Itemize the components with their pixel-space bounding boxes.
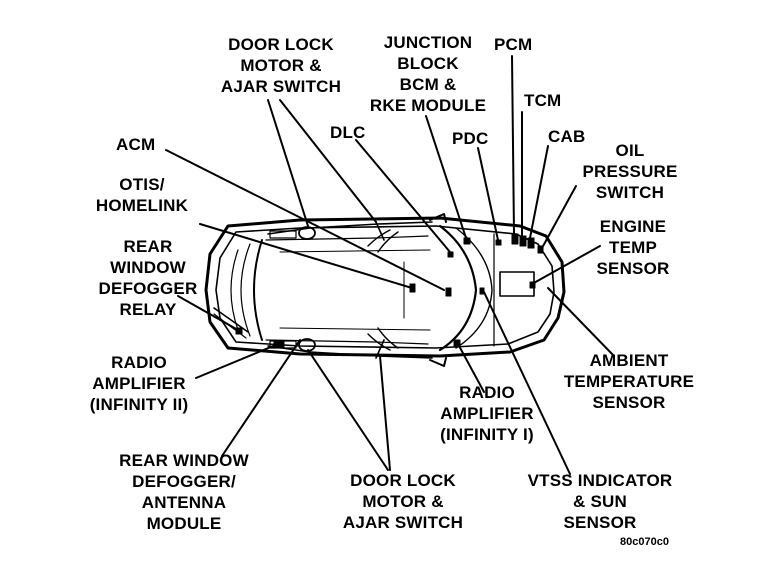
label-otis-homelink: OTIS/ HOMELINK [95, 175, 189, 215]
windshield [438, 224, 495, 352]
engine-compartment [235, 233, 544, 349]
leader-door-lock-bottom-1 [307, 349, 389, 471]
leader-engine-temp [531, 245, 601, 285]
label-door-lock-motor-top: DOOR LOCK MOTOR & AJAR SWITCH [220, 35, 342, 96]
leader-rear-defogger-antenna [221, 339, 301, 457]
leader-acm [165, 149, 445, 291]
label-cab: CAB [548, 127, 586, 146]
label-vtss-indicator-sun-sensor: VTSS INDICATOR & SUN SENSOR [527, 471, 673, 532]
label-engine-temp-sensor: ENGINE TEMP SENSOR [596, 217, 670, 278]
leader-cab [529, 145, 549, 239]
leader-lines[interactable] [165, 55, 615, 475]
leader-rear-defogger-relay [177, 295, 239, 331]
label-radio-amplifier-infinity-i: RADIO AMPLIFIER (INFINITY I) [440, 383, 534, 444]
leader-pcm [511, 55, 515, 235]
label-rear-window-defogger-relay: REAR WINDOW DEFOGGER RELAY [98, 237, 198, 319]
label-pcm: PCM [494, 35, 533, 54]
label-tcm: TCM [524, 91, 562, 110]
upper-doors [265, 213, 447, 253]
leader-otis [199, 223, 413, 289]
leader-door-lock-top-1 [267, 99, 309, 227]
leader-dlc [355, 139, 451, 253]
leader-vtss [483, 291, 571, 475]
leader-junction-block [425, 115, 467, 239]
car-body [204, 216, 566, 358]
leader-door-lock-top-2 [279, 99, 377, 223]
label-dlc: DLC [330, 123, 366, 142]
label-acm: ACM [116, 135, 156, 154]
leader-pdc [477, 147, 499, 241]
label-rear-window-defogger-antenna-module: REAR WINDOW DEFOGGER/ ANTENNA MODULE [119, 451, 249, 533]
leader-door-lock-bottom-2 [379, 355, 391, 471]
interior-details [279, 249, 431, 331]
leader-radio-amp-2 [195, 343, 279, 379]
label-junction-block: JUNCTION BLOCK BCM & RKE MODULE [369, 33, 487, 115]
label-oil-pressure-switch: OIL PRESSURE SWITCH [582, 141, 678, 202]
leader-ambient-temp [547, 287, 615, 357]
label-radio-amplifier-infinity-ii: RADIO AMPLIFIER (INFINITY II) [89, 353, 189, 414]
leader-radio-amp-1 [457, 343, 485, 393]
label-pdc: PDC [452, 129, 489, 148]
lower-doors [265, 327, 447, 367]
label-ambient-temperature-sensor: AMBIENT TEMPERATURE SENSOR [563, 351, 695, 412]
label-door-lock-motor-bottom: DOOR LOCK MOTOR & AJAR SWITCH [342, 471, 464, 532]
figure-code: 80c070c0 [620, 536, 669, 548]
leader-oil-pressure [541, 185, 577, 249]
